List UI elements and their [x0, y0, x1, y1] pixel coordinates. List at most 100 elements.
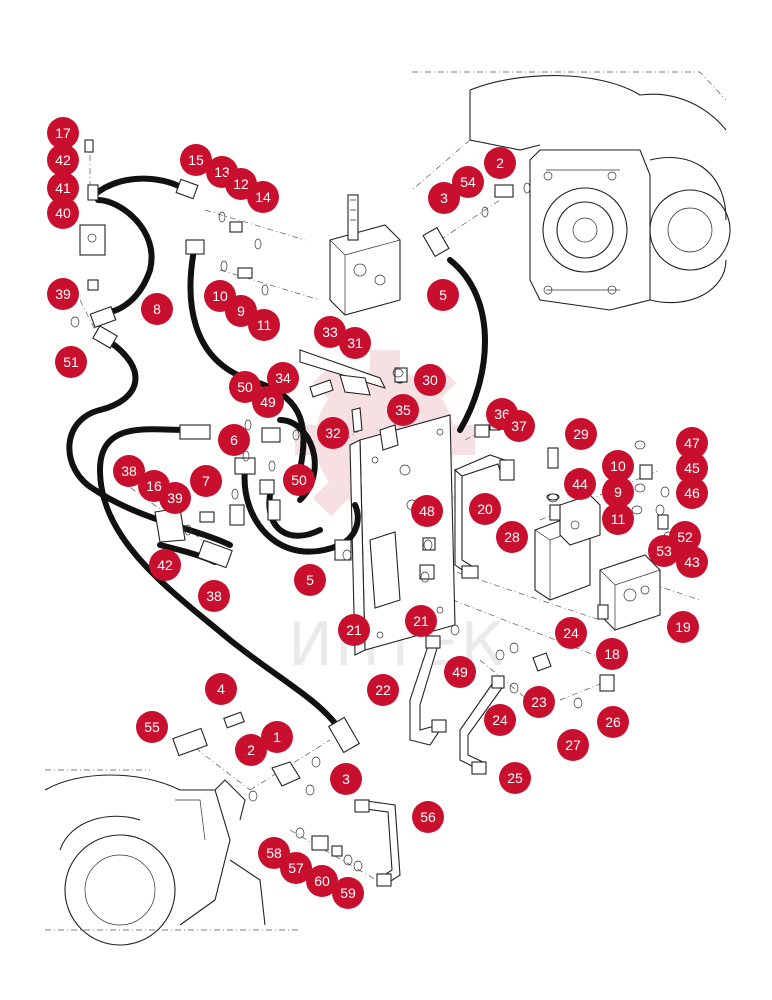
callout-marker [414, 364, 446, 396]
callout-marker [452, 166, 484, 198]
callout-label: 52 [677, 529, 693, 545]
callout-9: 9 [602, 476, 634, 508]
callout-marker [564, 468, 596, 500]
callout-label: 26 [605, 714, 621, 730]
callout-label: 2 [496, 155, 504, 171]
callout-11: 11 [248, 309, 280, 341]
callout-5: 5 [294, 564, 326, 596]
callout-label: 37 [511, 418, 527, 434]
callout-marker [141, 293, 173, 325]
callout-marker [317, 417, 349, 449]
callout-marker [676, 452, 708, 484]
callout-marker [676, 546, 708, 578]
callout-marker [338, 614, 370, 646]
callout-11: 11 [602, 503, 634, 535]
callout-marker [405, 605, 437, 637]
callout-label: 3 [342, 771, 350, 787]
callout-label: 4 [217, 681, 225, 697]
callout-24: 24 [484, 704, 516, 736]
callout-marker [280, 852, 312, 884]
callout-label: 39 [55, 286, 71, 302]
callout-label: 29 [573, 426, 589, 442]
callout-42: 42 [47, 144, 79, 176]
callout-marker [523, 686, 555, 718]
callout-label: 22 [375, 682, 391, 698]
callout-marker [469, 493, 501, 525]
callout-marker [55, 346, 87, 378]
callout-marker [496, 521, 528, 553]
callout-label: 38 [121, 463, 137, 479]
callout-marker [602, 503, 634, 535]
callout-marker [218, 424, 250, 456]
hydraulic-tubes [354, 454, 515, 887]
callout-label: 2 [247, 742, 255, 758]
callout-label: 11 [257, 317, 272, 333]
callout-label: 18 [604, 646, 620, 662]
callout-label: 55 [144, 719, 160, 735]
callout-23: 23 [523, 686, 555, 718]
callout-39: 39 [159, 482, 191, 514]
callout-50: 50 [283, 464, 315, 496]
callout-label: 42 [55, 152, 71, 168]
callout-label: 5 [439, 287, 447, 303]
callout-label: 57 [288, 860, 304, 876]
callout-3: 3 [330, 763, 362, 795]
callout-label: 1 [273, 729, 281, 745]
callout-label: 9 [614, 484, 622, 500]
callout-label: 34 [275, 370, 291, 386]
callout-label: 16 [146, 478, 162, 494]
fittings [79, 139, 514, 754]
callout-label: 10 [212, 288, 228, 304]
callout-marker [198, 580, 230, 612]
callout-label: 9 [237, 303, 245, 319]
callout-marker [339, 327, 371, 359]
callout-marker [330, 763, 362, 795]
callout-label: 3 [440, 190, 448, 206]
callout-label: 47 [684, 435, 700, 451]
callout-18: 18 [596, 638, 628, 670]
callout-label: 44 [572, 476, 588, 492]
bottom-fittings [172, 711, 343, 857]
o-rings [70, 182, 673, 872]
callout-22: 22 [367, 674, 399, 706]
callout-label: 33 [322, 324, 338, 340]
callout-marker [190, 465, 222, 497]
callout-label: 14 [255, 189, 271, 205]
callout-label: 30 [422, 372, 438, 388]
callout-59: 59 [332, 877, 364, 909]
callout-marker [557, 729, 589, 761]
callout-label: 6 [230, 432, 238, 448]
callout-marker [267, 362, 299, 394]
callout-label: 50 [237, 379, 253, 395]
callout-label: 7 [202, 473, 210, 489]
callout-marker [248, 309, 280, 341]
callout-marker [444, 656, 476, 688]
callout-10: 10 [602, 450, 634, 482]
callout-label: 53 [656, 543, 672, 559]
callout-marker [428, 182, 460, 214]
callout-30: 30 [414, 364, 446, 396]
callout-60: 60 [306, 865, 338, 897]
callout-24: 24 [555, 617, 587, 649]
callout-28: 28 [496, 521, 528, 553]
callout-2: 2 [235, 734, 267, 766]
callout-7: 7 [190, 465, 222, 497]
callout-38: 38 [113, 455, 145, 487]
callout-marker [229, 371, 261, 403]
callout-label: 23 [531, 694, 547, 710]
callout-label: 20 [477, 501, 493, 517]
callout-marker [676, 427, 708, 459]
callout-label: 41 [55, 180, 71, 196]
callout-6: 6 [218, 424, 250, 456]
callout-38: 38 [198, 580, 230, 612]
callout-marker [503, 410, 535, 442]
callout-marker [648, 535, 680, 567]
callout-marker [252, 386, 284, 418]
callout-marker [261, 721, 293, 753]
callout-label: 21 [346, 622, 362, 638]
callout-48: 48 [411, 495, 443, 527]
callout-label: 35 [395, 402, 411, 418]
callout-32: 32 [317, 417, 349, 449]
